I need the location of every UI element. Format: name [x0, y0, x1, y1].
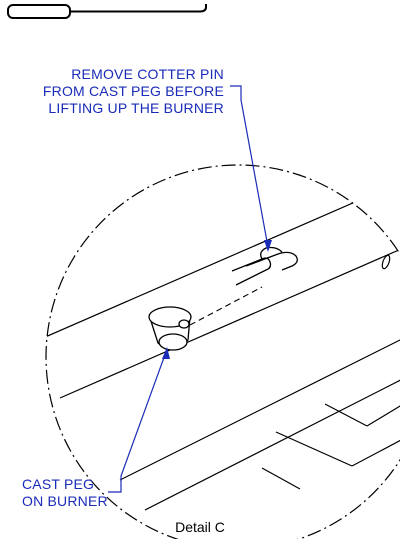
callout-cast-peg: CAST PEG ON BURNER [22, 476, 108, 510]
detail-circle [45, 164, 400, 539]
callout-top-line2: FROM CAST PEG BEFORE [42, 83, 224, 99]
leader-lines [108, 85, 269, 493]
burner-body [46, 165, 400, 511]
callout-bottom-line1: CAST PEG [22, 476, 95, 492]
bottom-arrowhead [162, 347, 170, 359]
callout-bottom-line2: ON BURNER [22, 493, 108, 509]
callout-remove-cotter-pin: REMOVE COTTER PIN FROM CAST PEG BEFORE L… [43, 66, 224, 117]
rod-symbol-icon [7, 4, 207, 19]
pin-path-dashed [189, 286, 263, 326]
cast-peg [148, 306, 192, 351]
detail-caption: Detail C [175, 519, 225, 535]
callout-top-line1: REMOVE COTTER PIN [71, 66, 224, 82]
callout-top-line3: LIFTING UP THE BURNER [48, 100, 224, 116]
cotter-pin [231, 246, 298, 286]
top-arrowhead [264, 240, 272, 252]
